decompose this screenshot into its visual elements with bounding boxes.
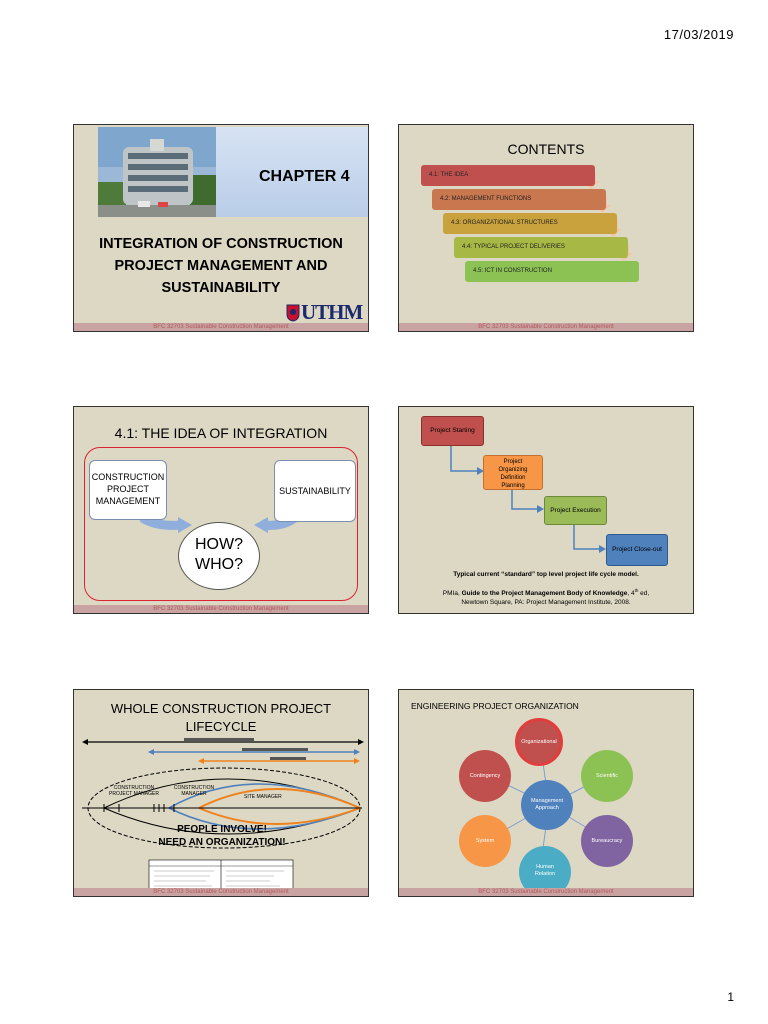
label-line: PROJECT MANAGER — [109, 791, 159, 797]
people-involve-callout: PEOPLE INVOLVE! NEED AN ORGANIZATION! — [152, 823, 292, 849]
slide-whole-lifecycle: WHOLE CONSTRUCTION PROJECT LIFECYCLE — [73, 689, 369, 897]
node-bureaucracy: Bureaucracy — [581, 815, 633, 867]
pmbok-reference: PMIa, Guide to the Project Management Bo… — [399, 586, 693, 607]
uthm-logo: UTHM — [301, 300, 363, 324]
integration-frame — [84, 447, 358, 601]
life-cycle-caption: Typical current “standard” top level pro… — [453, 571, 639, 578]
building-photo — [98, 127, 216, 217]
step-project-organizing: Project Organizing Definition Planning — [483, 455, 543, 490]
box-line: PROJECT — [106, 484, 149, 494]
node-line: Relation — [534, 871, 556, 877]
node-line: Human — [536, 864, 554, 870]
slide-footer: BFC 32703 Sustainable Construction Manag… — [74, 888, 368, 896]
circle-line: WHO? — [195, 556, 243, 573]
label-construction-project-manager: CONSTRUCTION PROJECT MANAGER — [104, 785, 164, 797]
node-line: Management — [530, 798, 564, 804]
callout-line: PEOPLE INVOLVE! — [177, 824, 267, 835]
node-system: System — [459, 815, 511, 867]
node-human-relation: Human Relation — [519, 846, 571, 896]
slide-engineering-project-organization: ENGINEERING PROJECT ORGANIZATION Organiz… — [398, 689, 694, 897]
step-line: Planning — [501, 483, 525, 489]
life-cycle-connectors — [450, 444, 606, 553]
node-scientific: Scientific — [581, 750, 633, 802]
how-who-circle: HOW? WHO? — [178, 522, 260, 590]
label-line: CONSTRUCTION — [113, 785, 155, 791]
node-organizational: Organizational — [515, 718, 563, 766]
ref-author: PMIa, — [442, 590, 462, 598]
slide-title: 4.1: THE IDEA OF INTEGRATION — [114, 425, 328, 441]
slide-idea-of-integration: 4.1: THE IDEA OF INTEGRATION CONSTRUCTIO… — [73, 406, 369, 614]
slide-chapter-4-title: CHAPTER 4 INTEGRATION OF CONSTRUCTION PR… — [73, 124, 369, 332]
step-project-execution: Project Execution — [544, 496, 607, 525]
step-project-starting: Project Starting — [421, 416, 484, 446]
page-number: 1 — [727, 990, 734, 1004]
contents-title: CONTENTS — [507, 141, 585, 157]
step-line: Definition — [500, 475, 526, 481]
title-line: WHOLE CONSTRUCTION PROJECT — [110, 701, 332, 716]
node-line: Approach — [535, 805, 559, 811]
box-label: SUSTAINABILITY — [279, 486, 351, 496]
reference-line: PMIa, Guide to the Project Management Bo… — [399, 586, 693, 598]
step-line: Project — [503, 459, 523, 465]
contents-item: 4.4: TYPICAL PROJECT DELIVERIES — [454, 237, 628, 258]
node-management-approach: Management Approach — [521, 780, 573, 830]
slide-title: ENGINEERING PROJECT ORGANIZATION — [411, 701, 579, 711]
contents-item: 4.1: THE IDEA — [421, 165, 595, 186]
slide-project-life-cycle: Project Starting Project Organizing Defi… — [398, 406, 694, 614]
page-date: 17/03/2019 — [663, 27, 734, 42]
slide-footer: BFC 32703 Sustainable Construction Manag… — [399, 323, 693, 331]
label-line: MANAGER — [181, 791, 207, 797]
ref-ed: ed, — [638, 590, 650, 598]
sustainability-box: SUSTAINABILITY — [274, 460, 356, 522]
chapter-label: CHAPTER 4 — [259, 168, 350, 185]
title-line: SUSTAINABILITY — [161, 280, 281, 296]
contents-item: 4.2: MANAGEMENT FUNCTIONS — [432, 189, 606, 210]
slide-title: WHOLE CONSTRUCTION PROJECT LIFECYCLE — [74, 700, 368, 736]
step-line: Organizing — [498, 467, 528, 473]
ref-title: Guide to the Project Management Body of … — [461, 590, 628, 598]
construction-project-management-box: CONSTRUCTION PROJECT MANAGEMENT — [89, 460, 167, 520]
ref-edition-suffix: th — [634, 588, 639, 593]
contents-item: 4.5: ICT IN CONSTRUCTION — [465, 261, 639, 282]
step-project-close-out: Project Close-out — [606, 534, 668, 566]
slide-footer: BFC 32703 Sustainable Construction Manag… — [399, 888, 693, 896]
slide-footer: BFC 32703 Sustainable Construction Manag… — [74, 323, 368, 331]
label-construction-manager: CONSTRUCTION MANAGER — [169, 785, 219, 797]
box-line: CONSTRUCTION — [91, 472, 165, 482]
label-site-manager: SITE MANAGER — [244, 794, 282, 800]
lifecycle-diagram — [82, 738, 364, 893]
slide-title: INTEGRATION OF CONSTRUCTION PROJECT MANA… — [74, 233, 368, 299]
ref-edition: , 4 — [627, 590, 635, 598]
reference-line: Newtown Square, PA: Project Management I… — [461, 599, 631, 607]
box-line: MANAGEMENT — [95, 496, 161, 506]
slide-contents: CONTENTS 4.1: THE IDEA 4.2: MANAGEMENT FU… — [398, 124, 694, 332]
title-line: LIFECYCLE — [185, 719, 257, 734]
slide-footer: BFC 32703 Sustainable Construction Manag… — [74, 605, 368, 613]
callout-line: NEED AN ORGANIZATION! — [158, 837, 286, 848]
circle-line: HOW? — [195, 536, 243, 553]
label-line: CONSTRUCTION — [173, 785, 215, 791]
node-contingency: Contingency — [459, 750, 511, 802]
uthm-crest-logo — [286, 304, 300, 322]
title-line: PROJECT MANAGEMENT AND — [114, 258, 328, 274]
contents-item: 4.3: ORGANIZATIONAL STRUCTURES — [443, 213, 617, 234]
title-line: INTEGRATION OF CONSTRUCTION — [99, 236, 343, 252]
